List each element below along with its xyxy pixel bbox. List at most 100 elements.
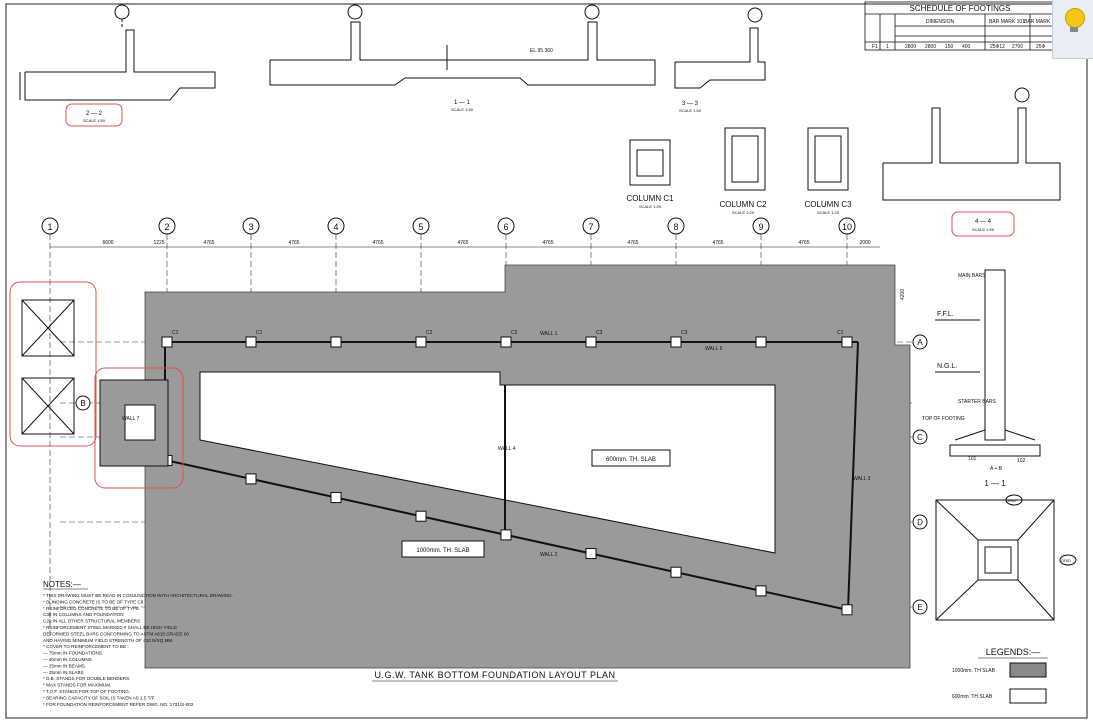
note-line-15: * T.O.F. STANDS FOR TOP OF FOOTING. xyxy=(43,689,130,694)
grid-number-10: 10 xyxy=(842,222,852,232)
hint-panel[interactable] xyxy=(1052,0,1093,59)
grid-tag-top: GRID xyxy=(1006,498,1016,503)
column-c1-title: COLUMN C1 xyxy=(626,194,674,203)
wall-label-4: WALL 4 xyxy=(498,446,516,452)
column-c3-scale: SCALE 1:20 xyxy=(817,210,840,215)
grid-bubble-top-a xyxy=(347,4,363,20)
schedule-row-type: 1 xyxy=(886,44,889,50)
right-dim-0: 4200 xyxy=(900,289,906,300)
note-line-14: * MAX STANDS FOR MAXIMUM. xyxy=(43,683,111,688)
grid-bubble-C xyxy=(912,429,928,445)
lightbulb-base xyxy=(1070,27,1078,32)
top-dim-9: 4765 xyxy=(798,240,809,246)
section-2-2-scale: SCALE 1:50 xyxy=(83,118,106,123)
section-1-1-level: EL.95.360 xyxy=(530,48,553,54)
legend-swatch-600 xyxy=(1009,688,1047,704)
section-1-1-scale: SCALE 1:50 xyxy=(451,107,474,112)
sheet-border xyxy=(5,3,1088,719)
schedule-header-dimension: DIMENSION xyxy=(926,19,955,25)
section-1-1-title: 1 — 1 xyxy=(454,100,471,106)
top-dim-10: 2000 xyxy=(859,240,870,246)
section-4-4-title: 4 — 4 xyxy=(975,219,992,225)
ffl-label: F.F.L. xyxy=(937,311,954,318)
plan-column-3 xyxy=(415,336,427,348)
legends-title: LEGENDS:— xyxy=(986,647,1041,657)
grid-bubble-1-top xyxy=(114,4,130,20)
note-line-4: C20 IN ALL OTHER STRUCTURAL MEMBERS xyxy=(43,619,140,624)
legend-swatch-1000 xyxy=(1009,662,1047,678)
grid-bubble-A xyxy=(912,334,928,350)
plan-column-8 xyxy=(841,336,853,348)
slab-600-area xyxy=(199,371,776,554)
slab-600-tag xyxy=(591,449,671,467)
note-line-8: * COVER TO REINFORCEMENT TO BE : xyxy=(43,644,129,649)
section-1-1 xyxy=(269,4,656,86)
grid-number-8: 8 xyxy=(673,222,678,232)
top-dim-7: 4765 xyxy=(627,240,638,246)
section-3-3 xyxy=(674,7,766,89)
schedule-row-a: 2800 xyxy=(905,44,916,50)
plan-column-15 xyxy=(670,566,682,578)
schedule-title: SCHEDULE OF FOOTINGS xyxy=(910,4,1011,13)
slab-1000-tag xyxy=(401,540,485,558)
column-tag-3: C2 xyxy=(511,330,518,336)
top-dim-5: 4765 xyxy=(457,240,468,246)
plan-column-16 xyxy=(755,585,767,597)
top-dim-8: 4765 xyxy=(712,240,723,246)
note-line-5: * REINFORCEMENT STEEL MARKED # SHALL BE … xyxy=(43,625,177,630)
grid-bubble-2 xyxy=(158,217,176,235)
legend-label-600: 600mm. TH SLAB xyxy=(952,694,993,700)
schedule-row-footing: F1 xyxy=(872,44,878,50)
grid-number-7: 7 xyxy=(588,222,593,232)
plan-column-12 xyxy=(415,510,427,522)
grid-bubble-b-top xyxy=(1014,87,1030,103)
grid-number-6: 6 xyxy=(503,222,508,232)
section-3-3-scale: SCALE 1:50 xyxy=(679,108,702,113)
grid-bubble-10 xyxy=(838,217,856,235)
notes-title: NOTES:— xyxy=(43,580,81,589)
grid-number-5: 5 xyxy=(418,222,423,232)
top-dim-2: 4765 xyxy=(203,240,214,246)
wall-label-7: WALL 7 xyxy=(122,416,140,422)
starter-bars-label: STARTER BARS xyxy=(958,399,997,405)
plan-column-0 xyxy=(161,336,173,348)
note-line-12: — 25mm IN SLABS xyxy=(43,670,84,675)
slab-600-label: 600mm. TH. SLAB xyxy=(606,457,656,463)
top-dim-4: 4765 xyxy=(372,240,383,246)
column-c3-title: COLUMN C3 xyxy=(804,200,852,209)
plan-column-17 xyxy=(841,604,853,616)
grid-bubble-10-top xyxy=(747,7,763,23)
schedule-row-d: 400 xyxy=(962,44,971,50)
note-line-11: — 25mm IN BEAMS. xyxy=(43,663,86,668)
grid-bubble-1 xyxy=(41,217,59,235)
lightbulb-icon[interactable] xyxy=(1065,8,1085,28)
plan-column-2 xyxy=(330,336,342,348)
section-3-3-title: 3 — 3 xyxy=(682,101,699,107)
schedule-row-dia: 25Ф12 xyxy=(990,44,1005,50)
grid-number-9: 9 xyxy=(758,222,763,232)
grid-number-4: 4 xyxy=(333,222,338,232)
wall-label-2: WALL 2 xyxy=(540,552,558,558)
plan-column-14 xyxy=(585,548,597,560)
note-line-9: — 75mm IN FOUNDATIONS. xyxy=(43,651,103,656)
grid-number-3: 3 xyxy=(248,222,253,232)
grid-bubble-D xyxy=(912,514,928,530)
column-tag-1: C1 xyxy=(256,330,263,336)
plan-column-6 xyxy=(670,336,682,348)
note-line-0: * THIS DRAWING MUST BE READ IN CONJUNCTI… xyxy=(43,593,233,598)
note-line-17: * FOR FOUNDATION REINFORCEMENT REFER DWG… xyxy=(43,702,194,707)
plan-column-7 xyxy=(755,336,767,348)
column-details xyxy=(629,127,849,191)
schedule-row-c: 150 xyxy=(945,44,954,50)
footing-section-detail xyxy=(935,269,1077,621)
grid-bubble-6 xyxy=(497,217,515,235)
plan-column-11 xyxy=(330,492,342,504)
grid-bubble-8 xyxy=(667,217,685,235)
grid-letter-B: B xyxy=(80,399,85,408)
footings-f1 xyxy=(9,281,184,489)
column-c2-title: COLUMN C2 xyxy=(719,200,767,209)
bar-mark-102: 102 xyxy=(1017,458,1026,464)
notes-list: * THIS DRAWING MUST BE READ IN CONJUNCTI… xyxy=(43,593,233,707)
